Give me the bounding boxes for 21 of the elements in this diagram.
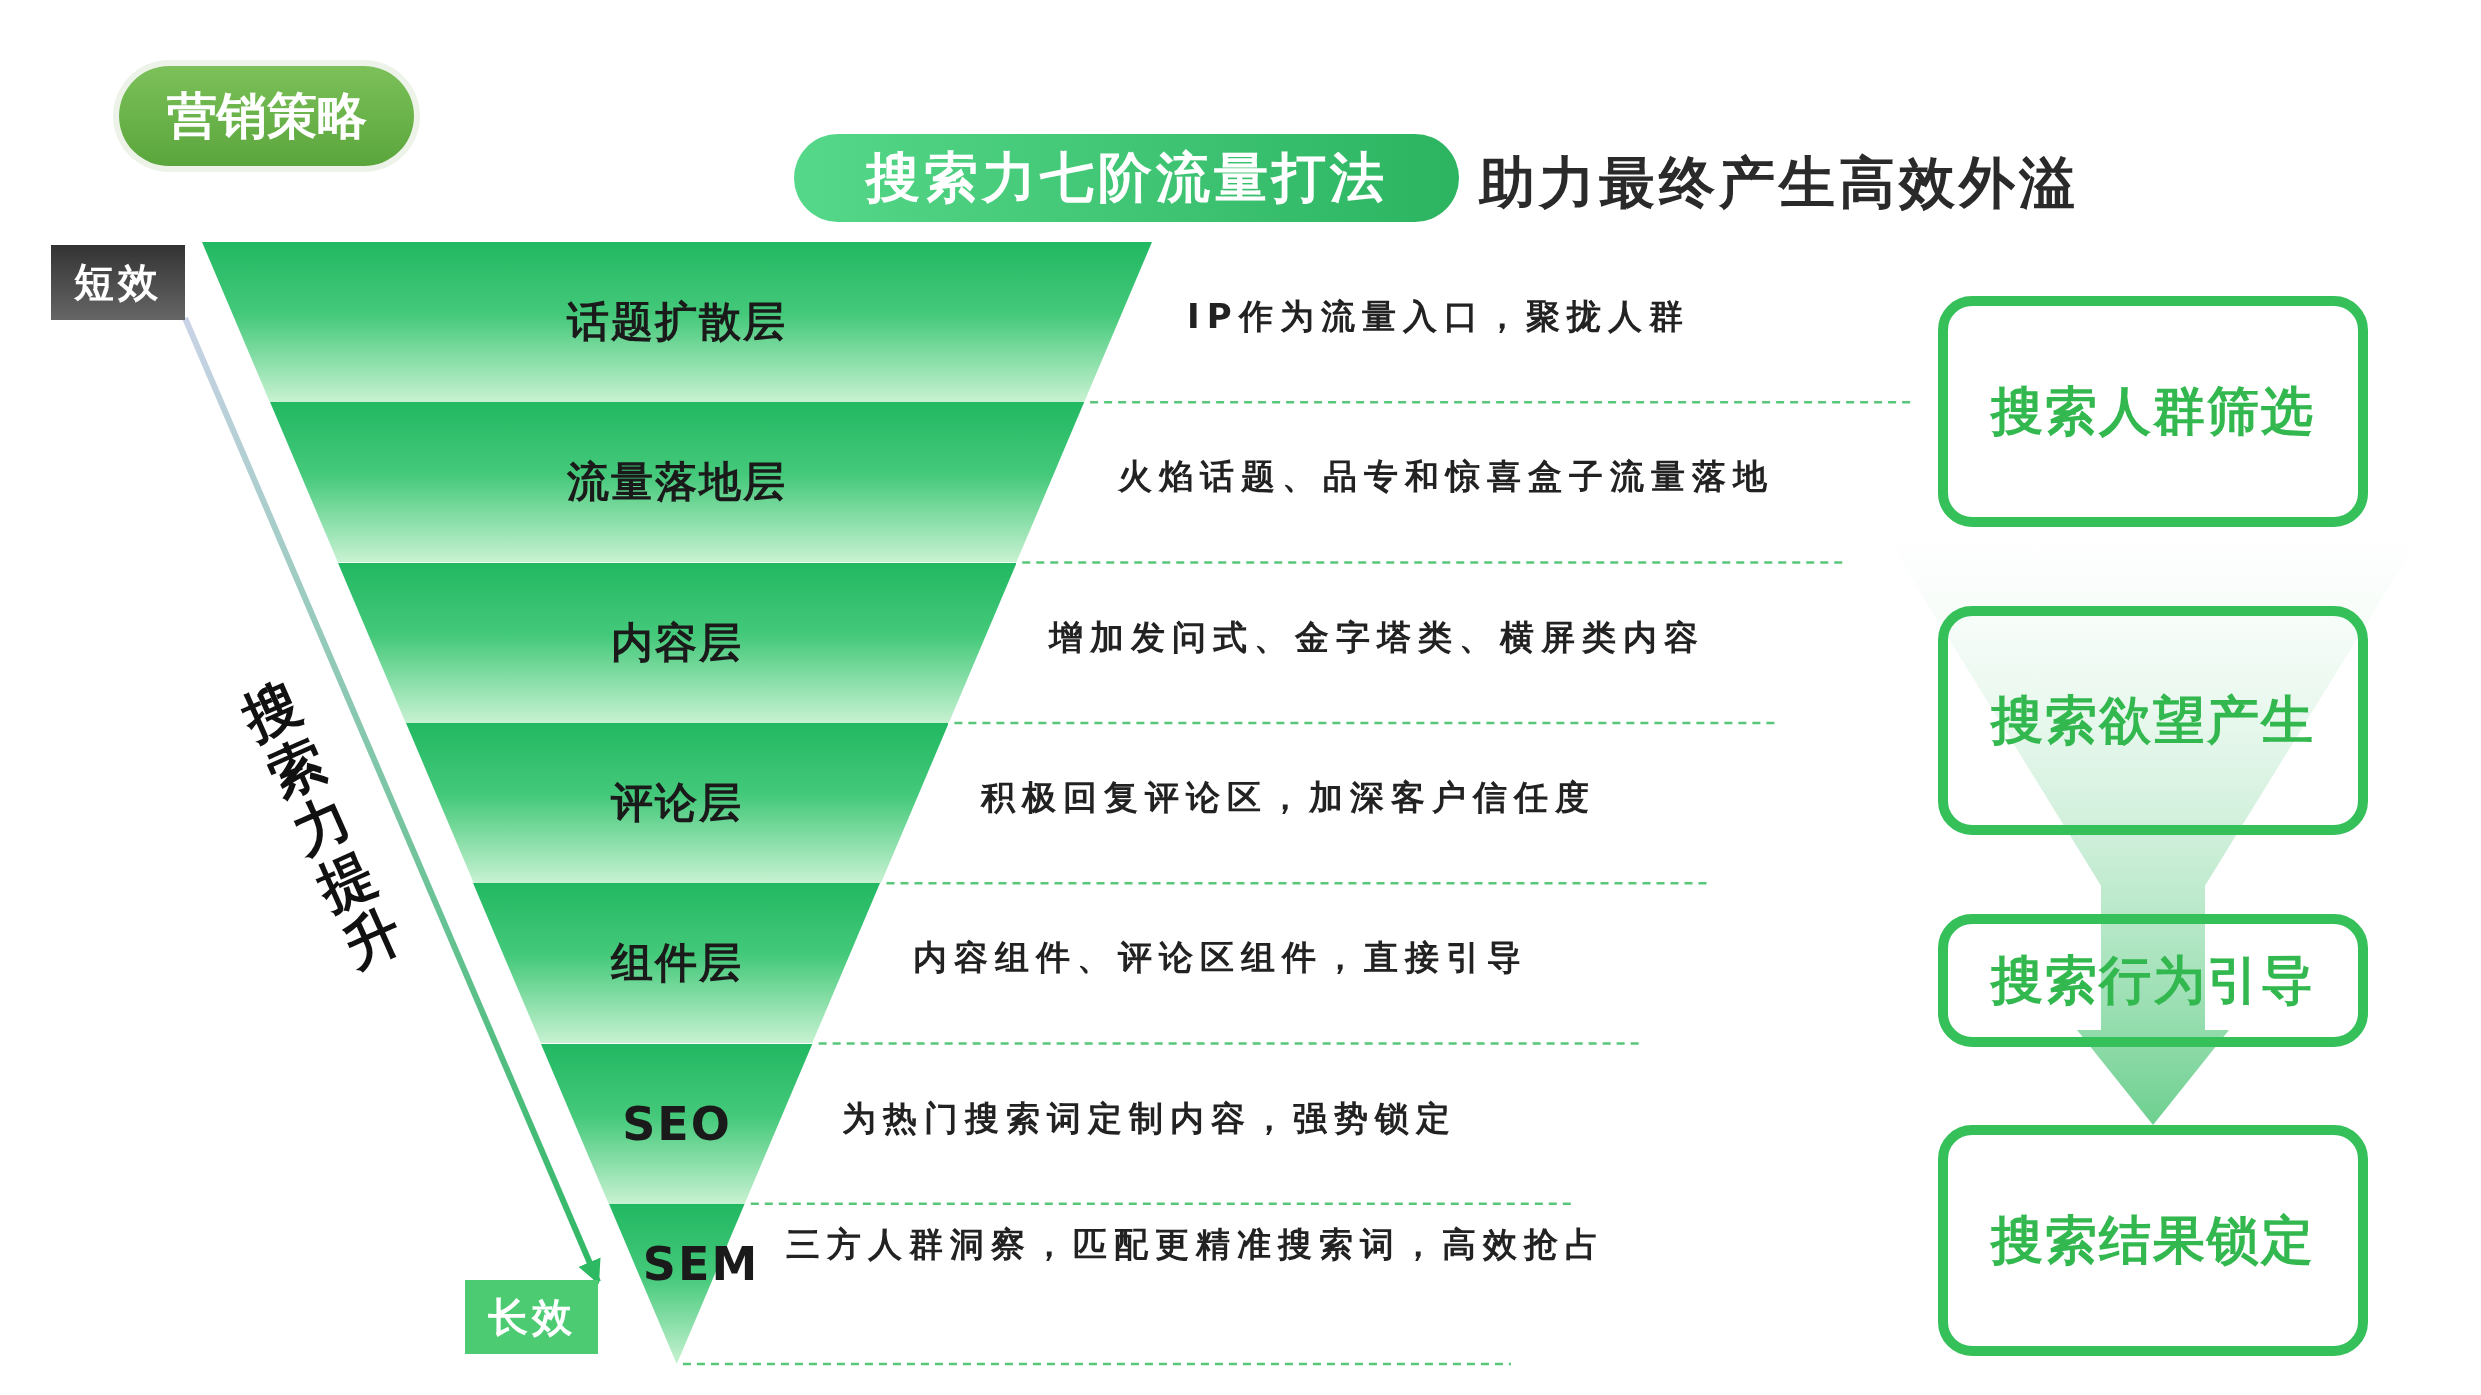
stage-box: 搜索欲望产生 (1938, 606, 2368, 835)
stage-box: 搜索结果锁定 (1938, 1125, 2368, 1356)
layer-title: 流量落地层 (567, 456, 787, 509)
axis-label: 搜索力提升 (231, 671, 413, 979)
subtitle-text: 助力最终产生高效外溢 (1479, 149, 2079, 217)
description-text: 积极回复评论区，加深客户信任度 (981, 776, 1596, 820)
description-text: 火焰话题、品专和惊喜盒子流量落地 (1118, 455, 1774, 499)
layer-title: SEO (622, 1096, 732, 1151)
layer-title: 评论层 (611, 777, 743, 830)
stage-box: 搜索人群筛选 (1938, 296, 2368, 527)
label-box: 短效 (51, 245, 185, 320)
label-box: 长效 (465, 1280, 598, 1354)
description-text: 内容组件、评论区组件，直接引导 (913, 936, 1528, 980)
description-text: IP作为流量入口，聚拢人群 (1187, 295, 1690, 339)
description-text: 为热门搜索词定制内容，强势锁定 (842, 1096, 1457, 1140)
title-pill: 搜索力七阶流量打法 (794, 134, 1459, 222)
description-text: 三方人群洞察，匹配更精准搜索词，高效抢占 (786, 1222, 1606, 1266)
layer-title: 组件层 (611, 937, 743, 990)
description-text: 增加发问式、金字塔类、横屏类内容 (1049, 615, 1705, 659)
layer-title: 内容层 (611, 616, 743, 669)
layer-title: 话题扩散层 (567, 296, 787, 349)
